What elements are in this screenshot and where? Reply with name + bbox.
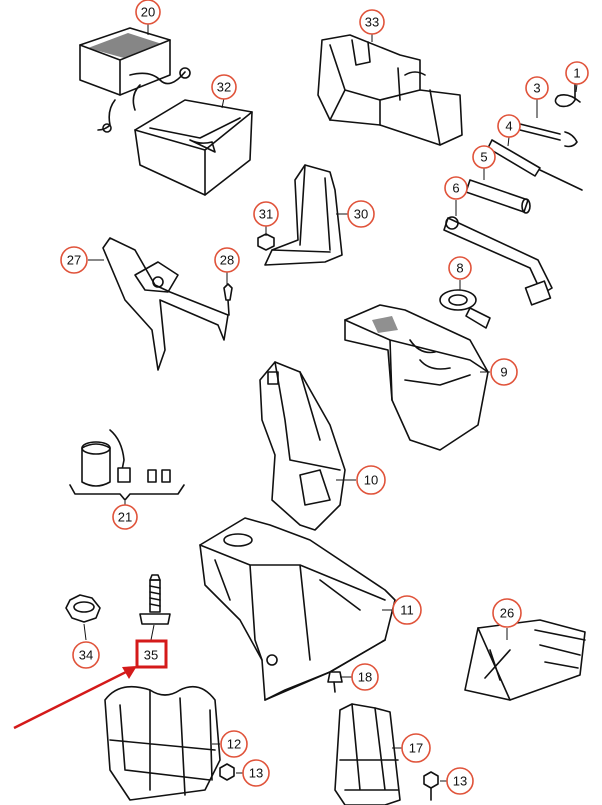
svg-text:12: 12 (227, 737, 241, 752)
svg-text:27: 27 (67, 253, 81, 268)
highlight-arrow (13, 666, 137, 730)
svg-text:17: 17 (409, 741, 423, 756)
svg-text:9: 9 (500, 365, 507, 380)
part-35-bolt (139, 574, 171, 625)
callout-35-highlighted[interactable]: 35 (135, 639, 168, 669)
callout-5[interactable]: 5 (472, 145, 496, 169)
svg-text:30: 30 (354, 207, 368, 222)
part-21-accessories (69, 429, 185, 501)
svg-text:35: 35 (144, 648, 158, 663)
callout-4[interactable]: 4 (497, 114, 521, 138)
part-4-screwdriver (487, 139, 583, 191)
svg-text:13: 13 (249, 766, 263, 781)
part-3-wrench (509, 119, 578, 148)
callout-9[interactable]: 9 (490, 358, 518, 386)
svg-text:31: 31 (259, 207, 273, 222)
part-13a-nut (219, 763, 235, 781)
svg-text:10: 10 (364, 473, 378, 488)
part-30-bracket (264, 164, 343, 266)
part-17-cage (334, 703, 401, 805)
callout-34[interactable]: 34 (72, 641, 100, 669)
svg-text:1: 1 (573, 66, 580, 81)
part-13b-nut (423, 771, 439, 801)
callout-1[interactable]: 1 (565, 61, 589, 85)
callout-30[interactable]: 30 (347, 200, 375, 228)
callout-11[interactable]: 11 (392, 595, 422, 625)
svg-text:13: 13 (453, 774, 467, 789)
part-6-lug-wrench (443, 216, 553, 306)
svg-text:8: 8 (456, 261, 463, 276)
part-32-tray (134, 99, 253, 196)
svg-text:21: 21 (118, 510, 132, 525)
callout-20[interactable]: 20 (135, 0, 161, 25)
part-8-eye-bolt (439, 289, 491, 329)
callout-17[interactable]: 17 (401, 733, 431, 763)
part-20-compressor (79, 27, 191, 133)
svg-text:4: 4 (505, 119, 512, 134)
callout-28[interactable]: 28 (214, 247, 240, 273)
part-10-jack (259, 361, 346, 531)
part-1-hook (554, 81, 581, 108)
svg-text:6: 6 (452, 181, 459, 196)
part-34-knob (65, 594, 101, 623)
callout-13a[interactable]: 13 (242, 759, 270, 787)
part-27-bracket (102, 237, 229, 371)
svg-text:18: 18 (358, 670, 372, 685)
svg-text:26: 26 (500, 606, 514, 621)
svg-text:5: 5 (480, 150, 487, 165)
callout-8[interactable]: 8 (448, 256, 472, 280)
svg-text:28: 28 (220, 253, 234, 268)
callout-27[interactable]: 27 (60, 246, 88, 274)
callout-3[interactable]: 3 (525, 76, 549, 100)
part-33-foam-insert (317, 34, 463, 146)
callout-6[interactable]: 6 (444, 176, 468, 200)
callout-21[interactable]: 21 (112, 504, 138, 530)
part-5-bar (465, 179, 531, 214)
svg-text:34: 34 (79, 648, 93, 663)
callout-26[interactable]: 26 (492, 598, 522, 628)
callout-33[interactable]: 33 (359, 9, 385, 35)
svg-text:3: 3 (533, 81, 540, 96)
part-28-bolt (223, 283, 233, 316)
svg-text:20: 20 (141, 5, 155, 20)
callout-12[interactable]: 12 (220, 730, 248, 758)
callout-13b[interactable]: 13 (446, 767, 474, 795)
part-9-foam-block (344, 304, 489, 451)
part-31-nut (257, 233, 275, 251)
part-26-wheel-chock (464, 619, 586, 701)
svg-text:32: 32 (217, 80, 231, 95)
part-18-bolt (327, 671, 343, 693)
callout-31[interactable]: 31 (253, 201, 279, 227)
svg-text:11: 11 (400, 603, 414, 618)
callout-32[interactable]: 32 (211, 74, 237, 100)
part-12-cage (104, 685, 221, 801)
svg-text:33: 33 (365, 15, 379, 30)
callout-18[interactable]: 18 (351, 663, 379, 691)
callout-10[interactable]: 10 (356, 465, 386, 495)
